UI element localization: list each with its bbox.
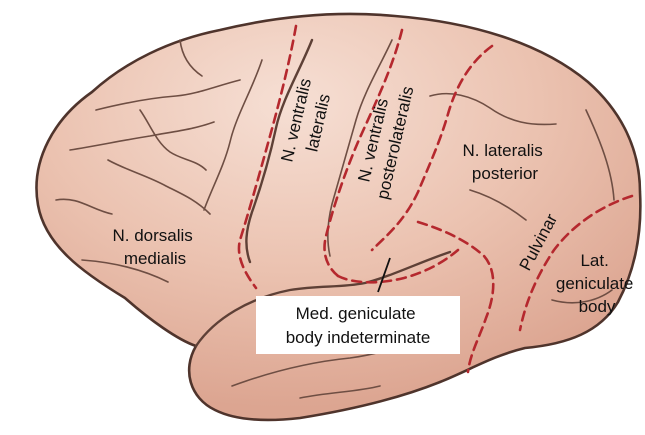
postcentral-sulcus: [327, 39, 393, 257]
label-med-geniculate-body: Med. geniculate body indeterminate: [286, 304, 431, 347]
med-geniculate-label-box: [256, 296, 460, 354]
occipital-gyrus-2: [551, 289, 613, 304]
label-lat-geniculate-line2: geniculate: [556, 274, 634, 293]
occipital-gyrus-1: [585, 109, 615, 201]
brain-outline: [35, 12, 642, 422]
boundary-med-geniculate-top: [336, 248, 460, 284]
frontal-gyrus-3: [107, 159, 211, 215]
boundary-ventralis-lateralis-posterolateralis: [323, 28, 404, 278]
frontal-gyrus-4: [55, 198, 113, 215]
label-n-dorsalis-line1: N. dorsalis: [112, 226, 192, 245]
frontal-gyrus-6: [81, 259, 169, 283]
label-med-geniculate-line1: Med. geniculate: [296, 304, 416, 323]
label-n-dorsalis-line2: medialis: [124, 249, 186, 268]
label-lateralis-posterior-line1: N. lateralis: [462, 141, 542, 160]
label-n-dorsalis-medialis: N. dorsalis medialis: [112, 226, 197, 268]
frontal-gyrus-1: [95, 79, 241, 111]
label-lat-geniculate-line1: Lat.: [580, 251, 608, 270]
parietal-gyrus-1: [429, 92, 557, 126]
med-geniculate-pointer-line: [377, 257, 391, 293]
lateral-fissure: [194, 250, 452, 348]
temporal-gyrus-extra: [299, 385, 381, 399]
frontal-gyrus-2: [69, 121, 215, 151]
boundary-dorsalis-ventralis-lateralis: [237, 24, 298, 290]
boundary-pulvinar-lat-geniculate: [518, 194, 634, 332]
label-lat-geniculate-line3: body: [579, 297, 616, 316]
frontal-gyrus-5: [139, 109, 207, 171]
label-med-geniculate-line2: body indeterminate: [286, 328, 431, 347]
label-n-lateralis-posterior: N. lateralis posterior: [462, 141, 547, 183]
boundary-posterior-pulvinar: [416, 220, 495, 374]
precentral-sulcus: [203, 59, 263, 211]
boundary-posterolateralis-lateralis-posterior: [370, 44, 494, 252]
central-sulcus: [245, 38, 314, 264]
label-lat-geniculate-body: Lat. geniculate body: [556, 251, 638, 316]
frontal-gyrus-7: [179, 39, 203, 77]
label-lateralis-posterior-line2: posterior: [472, 164, 538, 183]
parietal-gyrus-2: [469, 189, 527, 221]
